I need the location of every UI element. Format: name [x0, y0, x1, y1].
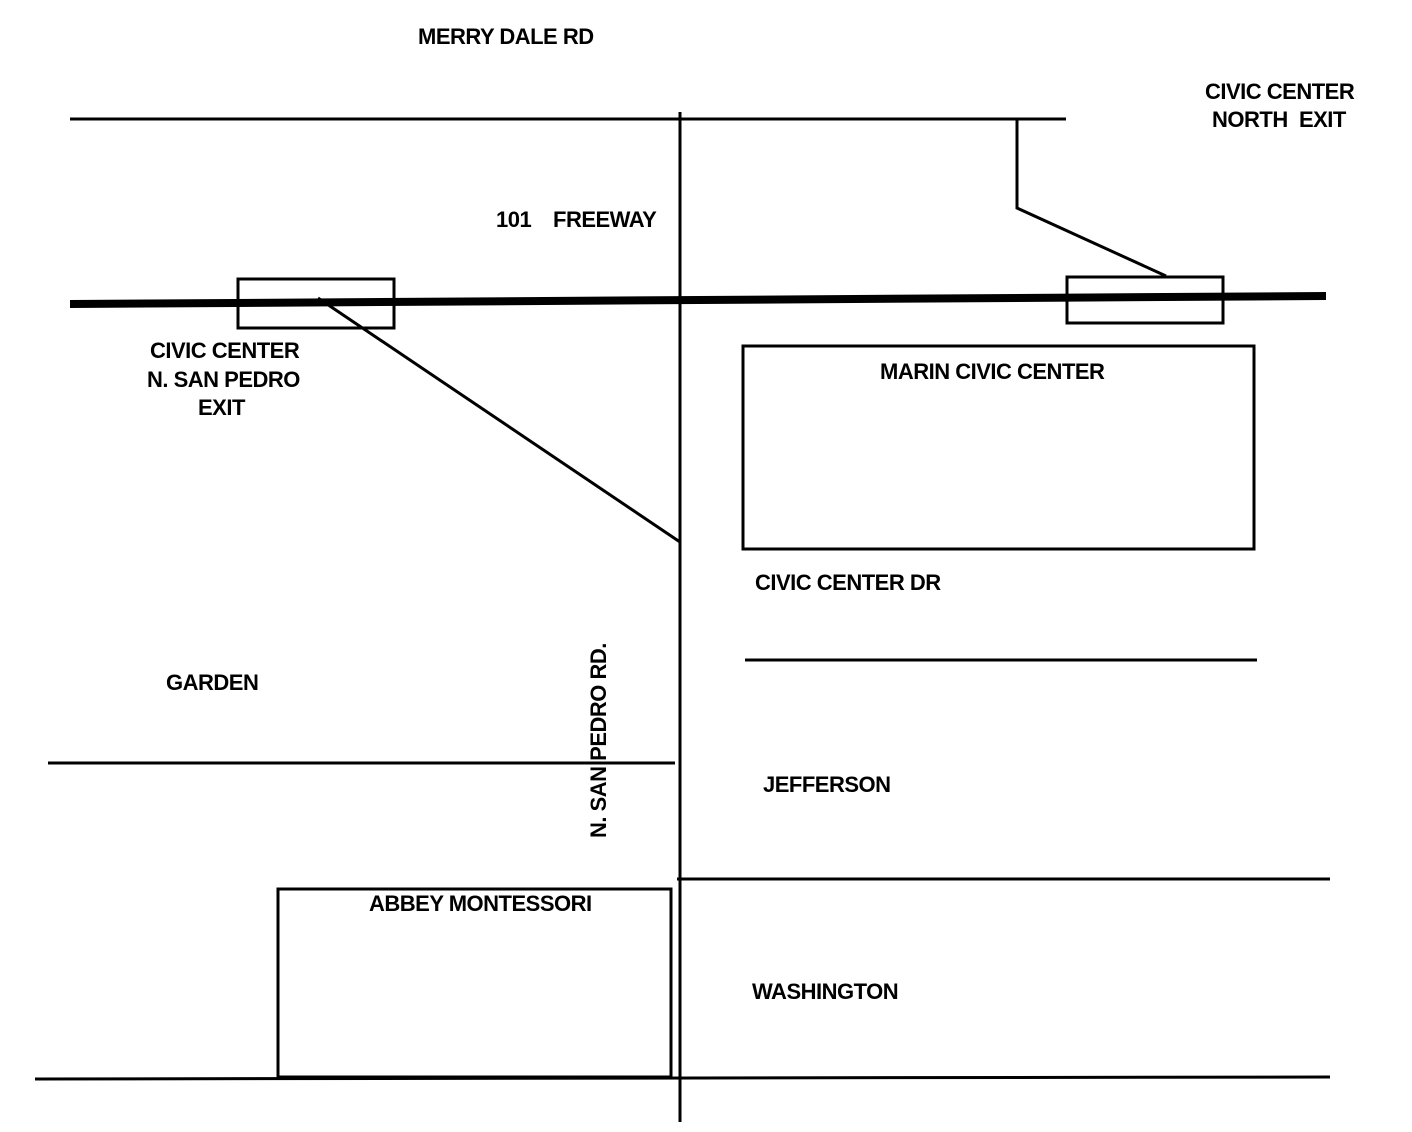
north-exit-label-1: CIVIC CENTER — [1205, 79, 1355, 104]
san-pedro-exit-ramp — [317, 296, 681, 544]
san-pedro-exit-label-3: EXIT — [198, 395, 246, 420]
civic-center-dr-label: CIVIC CENTER DR — [755, 570, 941, 595]
washington-label: WASHINGTON — [752, 979, 898, 1004]
abbey-montessori-label: ABBEY MONTESSORI — [369, 891, 592, 916]
abbey-montessori-building — [276, 887, 673, 1079]
jefferson-label: JEFFERSON — [763, 772, 891, 797]
san-pedro-exit-box — [236, 277, 396, 330]
north-exit-label-2: NORTH EXIT — [1212, 107, 1347, 132]
washington-street — [34, 1075, 1331, 1081]
freeway-101 — [69, 292, 1327, 308]
freeway-word-label: FREEWAY — [553, 207, 657, 232]
marin-civic-center-label: MARIN CIVIC CENTER — [880, 359, 1105, 384]
marin-civic-center-building — [741, 344, 1256, 551]
north-exit-box — [1065, 275, 1225, 325]
garden-label: GARDEN — [166, 670, 258, 695]
san-pedro-exit-label-2: N. SAN PEDRO — [147, 367, 300, 392]
freeway-number-label: 101 — [496, 207, 531, 232]
n-san-pedro-rd-label: N. SAN PEDRO RD. — [586, 643, 611, 838]
merry-dale-label: MERRY DALE RD — [418, 24, 594, 49]
san-pedro-exit-label-1: CIVIC CENTER — [150, 338, 300, 363]
north-exit-ramp — [1015, 119, 1167, 278]
